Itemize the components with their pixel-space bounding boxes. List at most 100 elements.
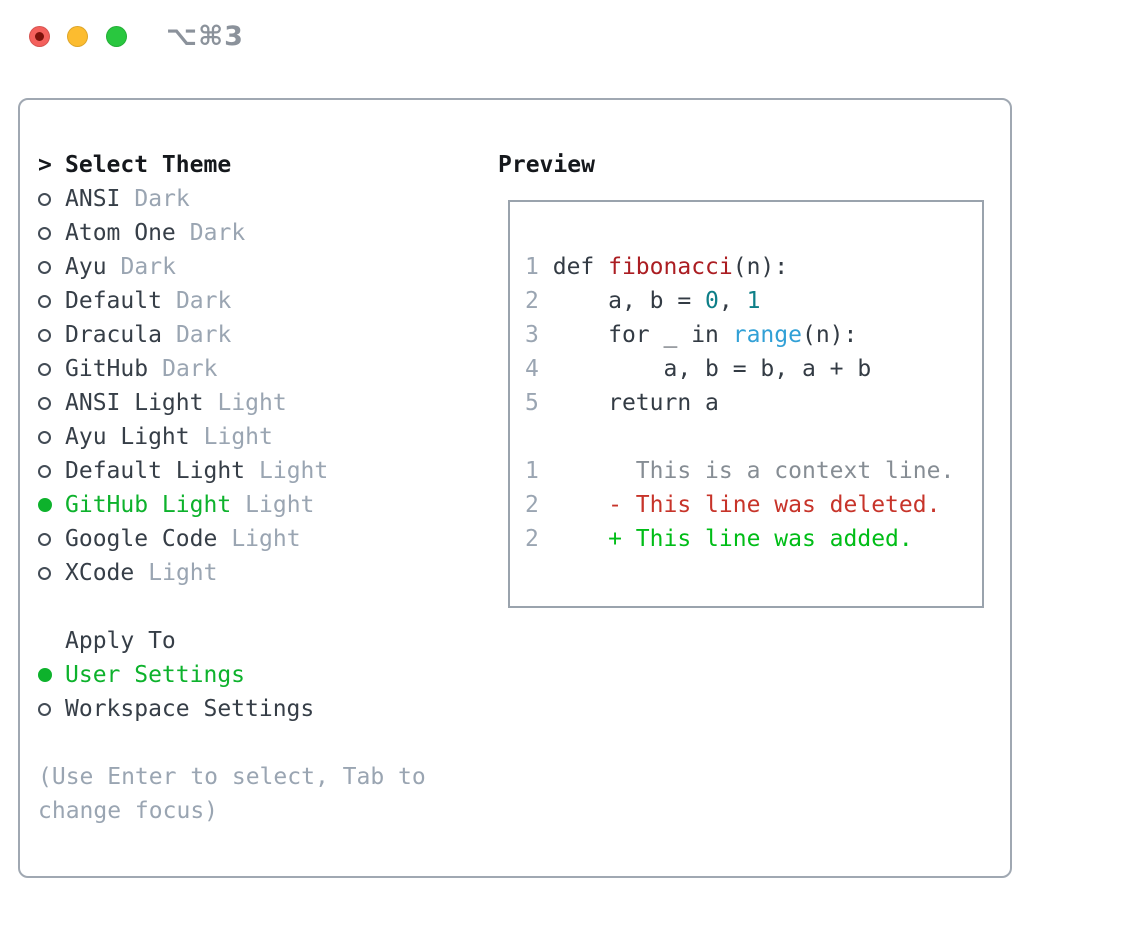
hint-line-1: (Use Enter to select, Tab to: [38, 764, 426, 790]
code-segment: for _ in: [552, 322, 733, 348]
code-segment: a, b = b, a + b: [552, 356, 872, 382]
code-line: 5 return a: [525, 386, 982, 420]
theme-option-default-light[interactable]: Default Light Light: [38, 454, 478, 488]
theme-option-xcode[interactable]: XCode Light: [38, 556, 478, 590]
hint-text: (Use Enter to select, Tab to change focu…: [38, 760, 478, 828]
unsaved-dot-icon: [35, 32, 44, 41]
theme-name: GitHub Light: [65, 492, 232, 518]
code-segment: + This line was added.: [552, 526, 913, 552]
code-line: [525, 420, 982, 454]
theme-variant: Light: [231, 526, 301, 552]
code-segment: return a: [552, 390, 719, 416]
apply-to-header: Apply To: [38, 624, 478, 658]
theme-variant: Light: [217, 390, 287, 416]
code-line: 3 for _ in range(n):: [525, 318, 982, 352]
code-segment: 0: [705, 288, 719, 314]
code-segment: (n):: [801, 322, 858, 348]
radio-icon: [38, 566, 65, 580]
code-line: 4 a, b = b, a + b: [525, 352, 982, 386]
theme-name: Ayu: [65, 254, 107, 280]
theme-name: Google Code: [65, 526, 218, 552]
code-segment: a, b =: [552, 288, 706, 314]
theme-variant: Light: [245, 492, 315, 518]
radio-icon: [38, 396, 65, 410]
close-button[interactable]: [29, 26, 50, 47]
theme-variant: Dark: [175, 322, 232, 348]
code-segment: ,: [718, 288, 747, 314]
line-number: 1: [525, 458, 539, 484]
theme-name: Default Light: [65, 458, 246, 484]
code-segment: (n):: [732, 254, 789, 280]
code-segment: - This line was deleted.: [552, 492, 941, 518]
code-segment: fibonacci: [608, 254, 733, 280]
theme-variant: Dark: [162, 356, 218, 382]
selected-radio-icon: [38, 498, 65, 512]
theme-option-ansi-light[interactable]: ANSI Light Light: [38, 386, 478, 420]
theme-variant: Dark: [134, 186, 190, 212]
code-segment: range: [732, 322, 802, 348]
zoom-button[interactable]: [106, 26, 127, 47]
line-number: 2: [525, 526, 539, 552]
preview-column: Preview 1 def fibonacci(n):2 a, b = 0, 1…: [498, 148, 998, 608]
theme-option-github-light[interactable]: GitHub Light Light: [38, 488, 478, 522]
code-segment: def: [552, 254, 609, 280]
spacer: [38, 590, 478, 624]
preview-title: Preview: [498, 152, 595, 178]
line-number: 4: [525, 356, 539, 382]
theme-name: XCode: [65, 560, 135, 586]
spacer: [38, 726, 478, 760]
theme-name: Dracula: [65, 322, 162, 348]
minimize-button[interactable]: [67, 26, 88, 47]
code-segment: 1: [746, 288, 761, 314]
radio-icon: [38, 430, 65, 444]
theme-name: ANSI Light: [65, 390, 204, 416]
radio-icon: [38, 294, 65, 308]
code-line: 2 + This line was added.: [525, 522, 982, 556]
theme-option-dracula[interactable]: Dracula Dark: [38, 318, 478, 352]
code-line: 1 This is a context line.: [525, 454, 982, 488]
select-theme-title: Select Theme: [65, 152, 232, 178]
theme-option-ayu[interactable]: Ayu Dark: [38, 250, 478, 284]
theme-name: GitHub: [65, 356, 149, 382]
apply-option-workspace-settings[interactable]: Workspace Settings: [38, 692, 478, 726]
theme-name: ANSI: [65, 186, 121, 212]
window-shortcut-label: ⌥⌘3: [166, 21, 244, 52]
select-theme-header: > Select Theme: [38, 148, 478, 182]
radio-icon: [38, 702, 65, 716]
theme-option-github[interactable]: GitHub Dark: [38, 352, 478, 386]
apply-option-label: User Settings: [65, 662, 246, 688]
selected-radio-icon: [38, 668, 65, 682]
hint-line-2: change focus): [38, 798, 219, 824]
theme-name: Atom One: [65, 220, 176, 246]
line-number: 3: [525, 322, 539, 348]
theme-variant: Light: [259, 458, 329, 484]
radio-icon: [38, 226, 65, 240]
theme-option-google-code[interactable]: Google Code Light: [38, 522, 478, 556]
radio-icon: [38, 260, 65, 274]
theme-option-ansi[interactable]: ANSI Dark: [38, 182, 478, 216]
theme-name: Ayu Light: [65, 424, 190, 450]
line-number: 1: [525, 254, 539, 280]
apply-option-user-settings[interactable]: User Settings: [38, 658, 478, 692]
theme-name: Default: [65, 288, 162, 314]
radio-icon: [38, 464, 65, 478]
apply-option-label: Workspace Settings: [65, 696, 315, 722]
radio-icon: [38, 362, 65, 376]
code-line: 2 - This line was deleted.: [525, 488, 982, 522]
theme-variant: Dark: [120, 254, 176, 280]
theme-variant: Light: [148, 560, 218, 586]
radio-icon: [38, 192, 65, 206]
apply-to-title: Apply To: [65, 628, 176, 654]
radio-icon: [38, 328, 65, 342]
line-number: 5: [525, 390, 539, 416]
code-segment: This is a context line.: [552, 458, 955, 484]
